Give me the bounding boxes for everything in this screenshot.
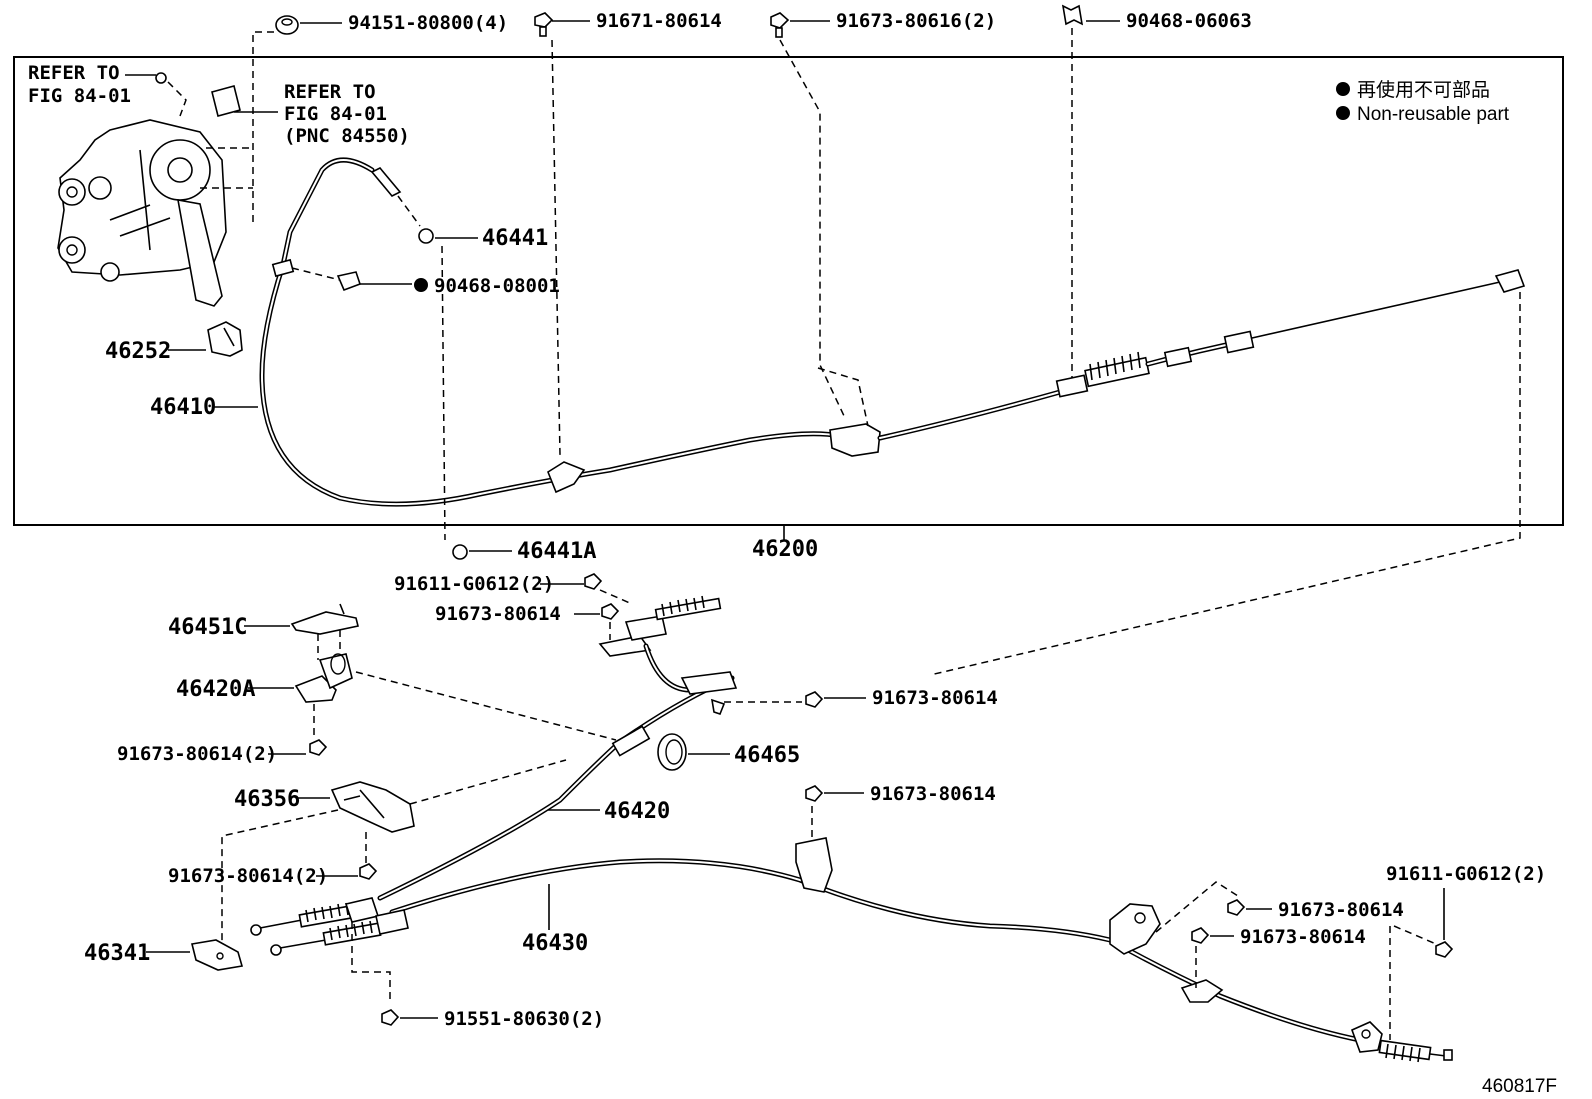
label-91611-G0612-top: 91611-G0612(2) (394, 573, 554, 595)
refer-note-2-line1: REFER TO (284, 81, 376, 103)
bolt-91673-c-icon (805, 691, 824, 708)
refer-note-1-line2: FIG 84-01 (28, 85, 131, 107)
refer-note-2-line2: FIG 84-01 (284, 103, 387, 125)
bracket-46356-icon (330, 781, 415, 833)
bolt-91673-b-icon (309, 739, 328, 756)
bolt-91673-f-icon (1227, 899, 1246, 916)
cable-end-upper-icon (598, 595, 722, 657)
adjuster-spring-icon (1084, 351, 1150, 388)
legend-marker-jp (1336, 82, 1350, 96)
bushing-46441A-icon (452, 544, 468, 560)
label-46441: 46441 (482, 226, 548, 251)
label-90468-06063: 90468-06063 (1126, 10, 1252, 32)
clip-90468-08001-icon (336, 271, 362, 292)
label-91673-80616: 91673-80616(2) (836, 10, 996, 32)
refer-note-2-line3: (PNC 84550) (284, 125, 410, 147)
label-91673-80614-b: 91673-80614(2) (117, 743, 277, 765)
figure-code: 460817F (1482, 1076, 1557, 1097)
label-46420A: 46420A (176, 677, 255, 702)
label-91673-80614-c: 91673-80614 (872, 687, 998, 709)
label-91673-80614-a: 91673-80614 (435, 603, 561, 625)
label-46430: 46430 (522, 931, 588, 956)
bolt-91673-a-icon (601, 603, 620, 620)
cable-end-right-icon (1350, 1021, 1453, 1063)
label-91671-80614: 91671-80614 (596, 10, 722, 32)
label-91673-80614-e: 91673-80614(2) (168, 865, 328, 887)
bracket-46341-icon (191, 939, 244, 971)
clamp-46465-icon (657, 733, 687, 771)
label-91611-G0612-right: 91611-G0612(2) (1386, 863, 1546, 885)
cable-end-left-icon (250, 897, 409, 956)
bracket-46420A-icon (294, 653, 353, 703)
bolt-91673-g-icon (1191, 927, 1210, 944)
clip-90468-06063-icon (1061, 4, 1084, 26)
assembly-frame (13, 56, 1564, 526)
bracket-rear-right-icon (1109, 903, 1224, 1003)
cable-46410 (259, 157, 843, 507)
bolt-91673-80616-icon (770, 12, 790, 38)
bolt-91611-top-icon (584, 573, 603, 590)
grommet-94151-icon (275, 15, 299, 35)
brake-pedal-assembly-icon (57, 72, 241, 307)
refer-note-1-line1: REFER TO (28, 62, 120, 84)
label-46356: 46356 (234, 787, 300, 812)
label-46200: 46200 (752, 537, 818, 562)
legend-marker-en (1336, 106, 1350, 120)
label-91673-80614-g: 91673-80614 (1240, 926, 1366, 948)
equalizer-bracket-icon (817, 367, 881, 457)
label-91551-80630: 91551-80630(2) (444, 1008, 604, 1030)
bolt-91611-right-icon (1435, 941, 1454, 958)
label-46341: 46341 (84, 941, 150, 966)
part-46252-icon (207, 321, 243, 357)
legend-text-jp: 再使用不可部品 (1357, 79, 1490, 101)
label-46420: 46420 (604, 799, 670, 824)
label-46252: 46252 (105, 339, 171, 364)
non-reusable-marker (414, 278, 428, 292)
bolt-91673-e-icon (359, 863, 378, 880)
label-91673-80614-d: 91673-80614 (870, 783, 996, 805)
label-46410: 46410 (150, 395, 216, 420)
cable-46420 (377, 675, 735, 901)
label-46441A: 46441A (517, 539, 596, 564)
bushing-46441-icon (418, 228, 434, 244)
label-46465: 46465 (734, 743, 800, 768)
bracket-46451C-icon (290, 603, 359, 635)
label-91673-80614-f: 91673-80614 (1278, 899, 1404, 921)
label-94151-80800: 94151-80800(4) (348, 12, 508, 34)
bracket-46430-mid-icon (795, 837, 833, 893)
bolt-91671-icon (534, 12, 554, 37)
bolt-91673-d-icon (805, 785, 824, 802)
label-46451C: 46451C (168, 615, 247, 640)
bolt-91551-icon (381, 1009, 400, 1026)
label-90468-08001: 90468-08001 (434, 275, 560, 297)
legend-text-en: Non-reusable part (1357, 104, 1510, 125)
